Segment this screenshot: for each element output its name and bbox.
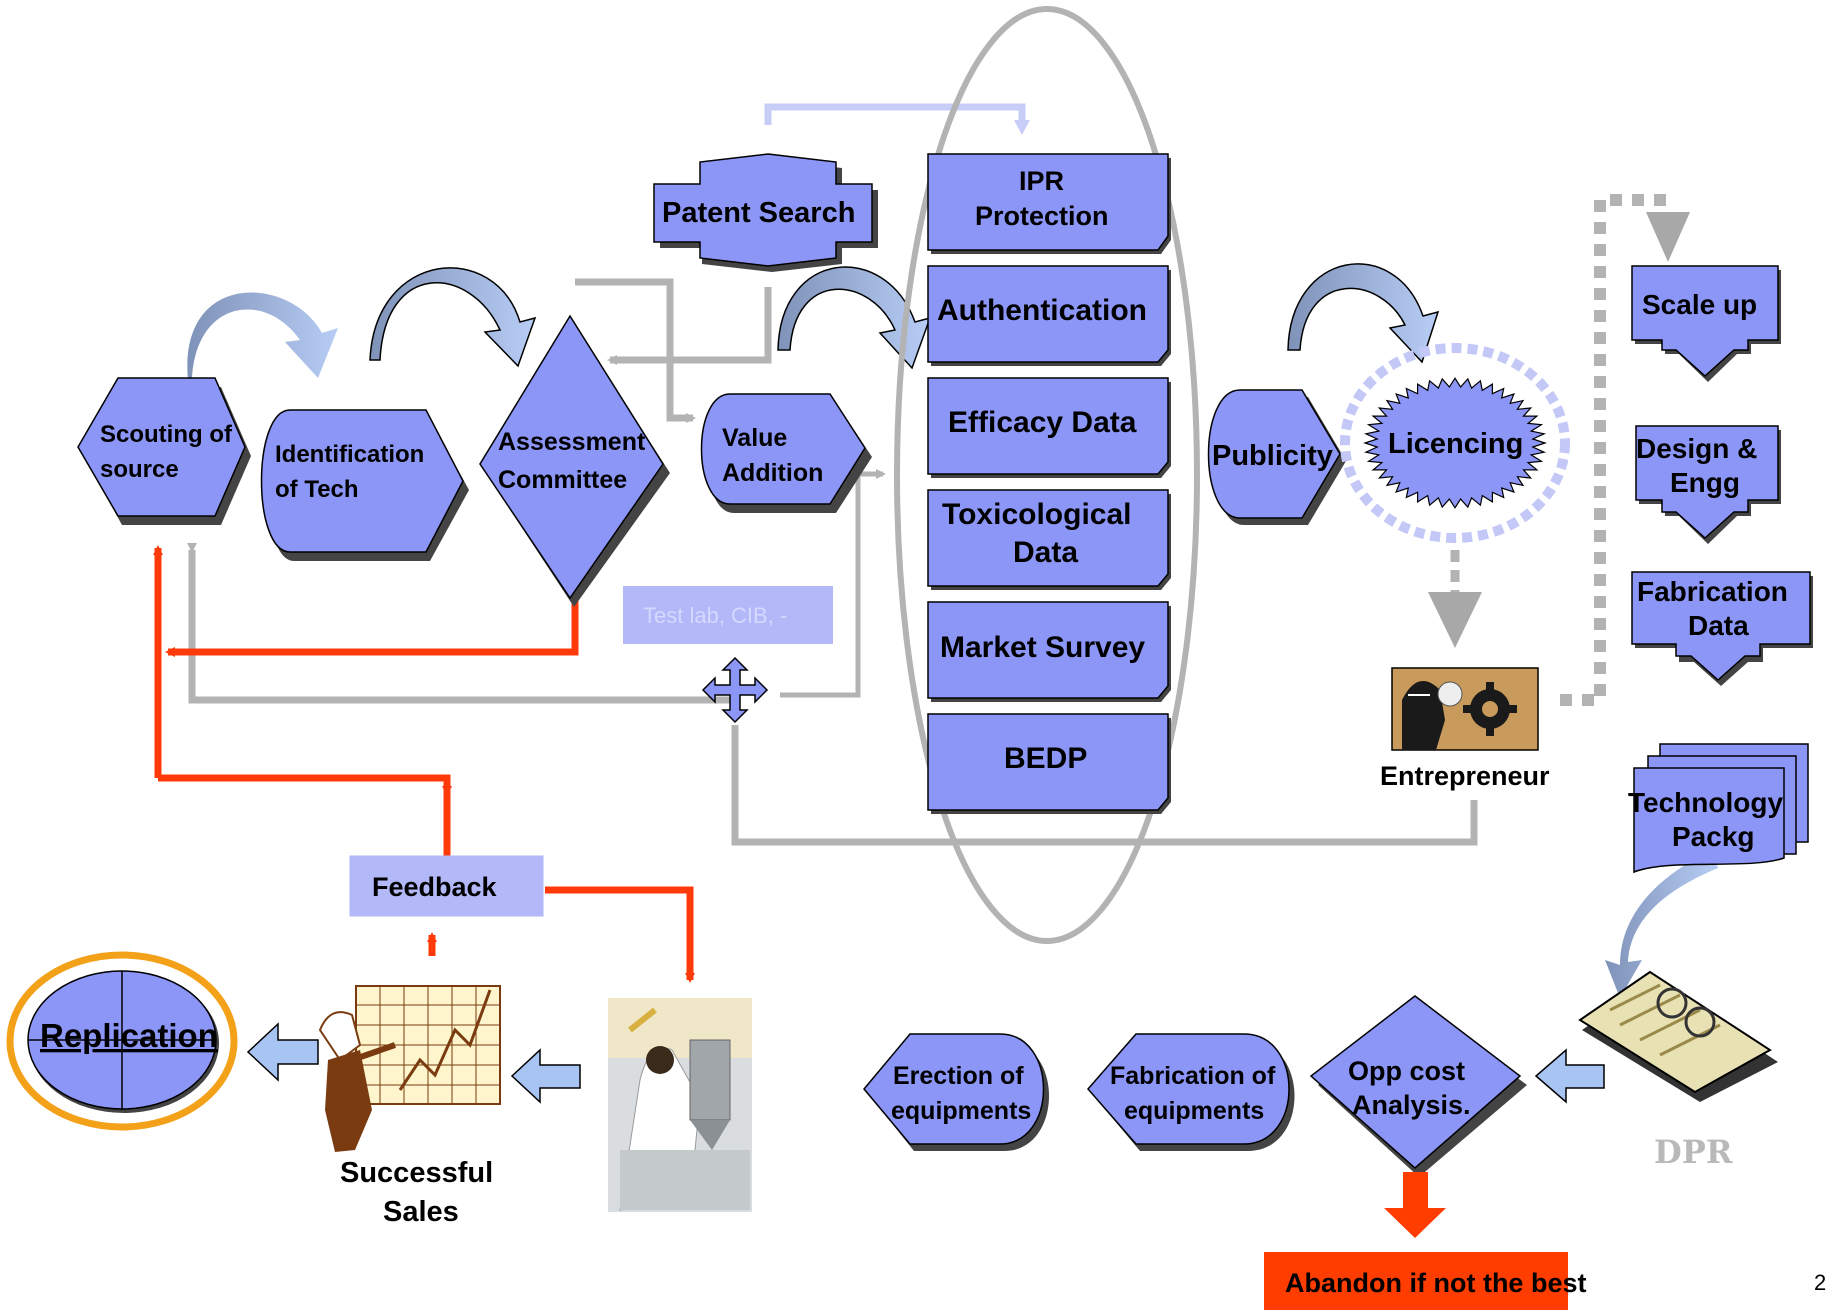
down-arrow-to-scale-up bbox=[1646, 212, 1690, 262]
design-engg-label-1: Design & bbox=[1636, 433, 1757, 464]
curve-arrow-2 bbox=[369, 267, 537, 368]
opp-cost-analysis-node[interactable]: Opp cost Analysis. bbox=[1309, 995, 1527, 1177]
feedback-label: Feedback bbox=[372, 872, 498, 902]
replication-node[interactable]: Replication bbox=[6, 951, 238, 1131]
efficacy-data-box[interactable]: Efficacy Data bbox=[927, 377, 1171, 478]
assessment-label-2: Committee bbox=[498, 466, 627, 494]
market-survey-label: Market Survey bbox=[940, 631, 1145, 664]
curve-arrow-4 bbox=[1287, 263, 1440, 364]
sales-chart-man-icon bbox=[318, 985, 501, 1152]
assessment-committee-node[interactable]: Assessment Committee bbox=[479, 314, 670, 607]
value-addition-label-2: Addition bbox=[722, 459, 823, 487]
fabrication-of-equipments-node[interactable]: Fabrication of equipments bbox=[1087, 1033, 1295, 1151]
technology-packg-node[interactable]: Technology Packg bbox=[1628, 743, 1809, 874]
assessment-label-1: Assessment bbox=[498, 428, 646, 456]
scouting-label-1: Scouting of bbox=[100, 421, 233, 448]
arrow-into-ipr bbox=[1014, 120, 1030, 135]
curve-arrow-1 bbox=[187, 292, 338, 380]
dpr-to-opp-arrow bbox=[1534, 1048, 1605, 1104]
authentication-label: Authentication bbox=[937, 294, 1147, 327]
down-arrow-to-entrepreneur bbox=[1428, 592, 1482, 648]
scale-up-node[interactable]: Scale up bbox=[1631, 265, 1781, 382]
abandon-box[interactable]: Abandon if not the best bbox=[1264, 1252, 1586, 1310]
opp-cost-label-2: Analysis. bbox=[1352, 1090, 1471, 1120]
opp-cost-label-1: Opp cost bbox=[1348, 1056, 1465, 1086]
technology-packg-label-2: Packg bbox=[1672, 821, 1755, 852]
erection-of-equipments-node[interactable]: Erection of equipments bbox=[863, 1033, 1049, 1151]
design-engg-label-2: Engg bbox=[1670, 467, 1740, 498]
feedback-box[interactable]: Feedback bbox=[349, 855, 544, 917]
bedp-label: BEDP bbox=[1004, 742, 1087, 775]
ipr-label-2: Protection bbox=[975, 201, 1109, 231]
dpr-label: DPR bbox=[1654, 1133, 1733, 1171]
curve-arrow-3 bbox=[777, 266, 932, 370]
design-engg-node[interactable]: Design & Engg bbox=[1635, 425, 1781, 544]
sales-to-replication-arrow bbox=[246, 1022, 319, 1082]
value-addition-node[interactable]: Value Addition bbox=[700, 393, 873, 513]
red-feedback-lines bbox=[153, 545, 695, 983]
successful-sales-label-2: Sales bbox=[383, 1196, 459, 1228]
page-number: 2 bbox=[1814, 1270, 1826, 1295]
fabrication-equip-label-1: Fabrication of bbox=[1110, 1062, 1276, 1090]
licencing-label: Licencing bbox=[1388, 428, 1523, 460]
technology-packg-label-1: Technology bbox=[1628, 787, 1783, 818]
authentication-box[interactable]: Authentication bbox=[927, 265, 1171, 366]
entrepreneur-label: Entrepreneur bbox=[1380, 761, 1550, 791]
identification-of-tech-node[interactable]: Identification of Tech bbox=[260, 409, 470, 561]
photo-to-sales-arrow bbox=[510, 1048, 581, 1104]
fabrication-data-node[interactable]: Fabrication Data bbox=[1631, 571, 1813, 686]
ipr-protection-box[interactable]: IPR Protection bbox=[927, 153, 1171, 254]
publicity-label: Publicity bbox=[1212, 440, 1333, 472]
market-survey-box[interactable]: Market Survey bbox=[927, 601, 1171, 702]
abandon-down-arrow bbox=[1384, 1172, 1446, 1238]
licencing-node[interactable]: Licencing bbox=[1340, 343, 1570, 543]
scale-up-label: Scale up bbox=[1642, 289, 1757, 320]
patent-search-label: Patent Search bbox=[662, 197, 855, 229]
value-addition-label-1: Value bbox=[722, 424, 787, 452]
fabrication-data-label-2: Data bbox=[1688, 610, 1749, 641]
toxicological-label-2: Data bbox=[1013, 536, 1078, 569]
toxicological-label-1: Toxicological bbox=[942, 498, 1131, 531]
curve-arrow-5 bbox=[1605, 850, 1718, 998]
lab-worker-photo bbox=[608, 998, 752, 1212]
test-lab-label: Test lab, CIB, - bbox=[643, 603, 787, 628]
scouting-label-2: source bbox=[100, 456, 179, 483]
fabrication-equip-label-2: equipments bbox=[1124, 1097, 1264, 1125]
scouting-of-source-node[interactable]: Scouting of source bbox=[77, 377, 251, 525]
test-lab-box: Test lab, CIB, - bbox=[623, 586, 833, 644]
bedp-box[interactable]: BEDP bbox=[927, 713, 1171, 814]
fabrication-data-label-1: Fabrication bbox=[1637, 576, 1788, 607]
replication-label: Replication bbox=[40, 1017, 218, 1054]
toxicological-data-box[interactable]: Toxicological Data bbox=[927, 489, 1171, 590]
four-way-arrow-icon bbox=[701, 656, 769, 724]
dpr-book-icon bbox=[1578, 970, 1778, 1102]
efficacy-label: Efficacy Data bbox=[948, 406, 1137, 439]
ipr-label-1: IPR bbox=[1019, 166, 1064, 196]
successful-sales-label-1: Successful bbox=[340, 1157, 493, 1189]
erection-equip-label-2: equipments bbox=[891, 1097, 1031, 1125]
publicity-node[interactable]: Publicity bbox=[1207, 389, 1347, 525]
identification-label-1: Identification bbox=[275, 441, 424, 468]
patent-search-node[interactable]: Patent Search bbox=[653, 153, 878, 272]
gray-flow-lines bbox=[187, 103, 1668, 846]
identification-label-2: of Tech bbox=[275, 476, 359, 503]
erection-equip-label-1: Erection of bbox=[893, 1062, 1024, 1090]
abandon-label: Abandon if not the best bbox=[1285, 1268, 1586, 1298]
highlight-ellipse bbox=[894, 6, 1200, 944]
entrepreneur-gears-icon bbox=[1391, 667, 1539, 751]
